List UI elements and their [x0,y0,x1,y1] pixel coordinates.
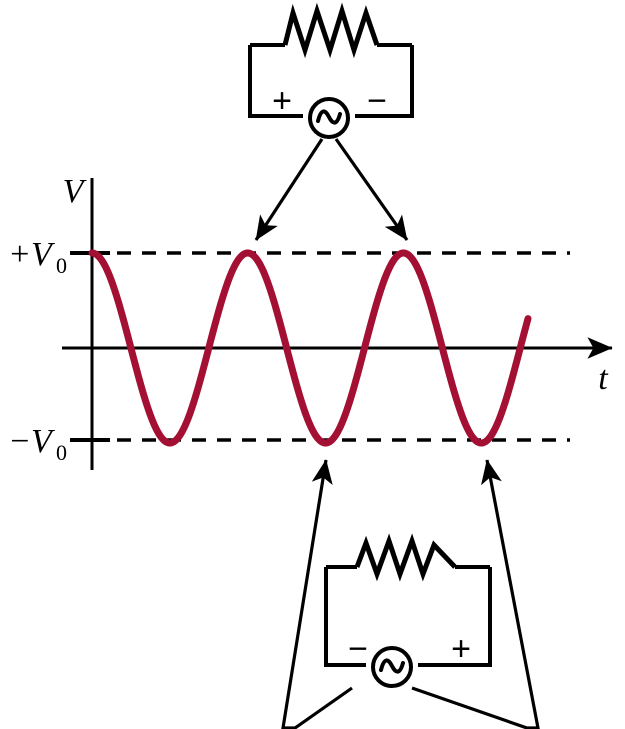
negative-amplitude-label: −V 0 [8,423,67,465]
top-arrow-to-first-peak [254,138,324,241]
bottom-arrow-to-second-trough [411,459,540,729]
top-circuit-right-wire [355,45,414,118]
top-circuit-resistor-icon [282,2,380,59]
v-axis-label: V [63,173,88,210]
bottom-annotation-arrows [281,459,540,729]
top-arrow-to-second-peak [334,138,409,241]
top-circuit-ac-sine-glyph [316,109,342,125]
positive-amplitude-label-subscript: 0 [56,253,67,278]
bottom-circuit-resistor-icon [354,533,457,582]
bottom-circuit-left-sign: − [348,630,368,668]
bottom-circuit-left-wire [324,567,366,667]
bottom-circuit-right-wire [418,567,492,667]
t-axis-label: t [598,360,609,397]
positive-amplitude-label-main: +V [8,236,56,273]
bottom-circuit-ac-sine-glyph [379,658,405,674]
top-circuit-right-sign: − [367,82,387,120]
bottom-arrow-to-first-trough [281,459,353,729]
top-circuit-left-sign: + [272,82,292,120]
top-annotation-arrows [254,138,409,241]
positive-amplitude-label: +V 0 [8,236,67,278]
negative-amplitude-label-main: −V [8,423,56,460]
top-circuit: + − [248,2,414,139]
voltage-waveform-curve [88,249,532,447]
bottom-circuit-right-sign: + [451,630,471,668]
top-circuit-left-wire [248,45,303,118]
negative-amplitude-label-subscript: 0 [56,440,67,465]
bottom-circuit: − + [324,533,492,688]
